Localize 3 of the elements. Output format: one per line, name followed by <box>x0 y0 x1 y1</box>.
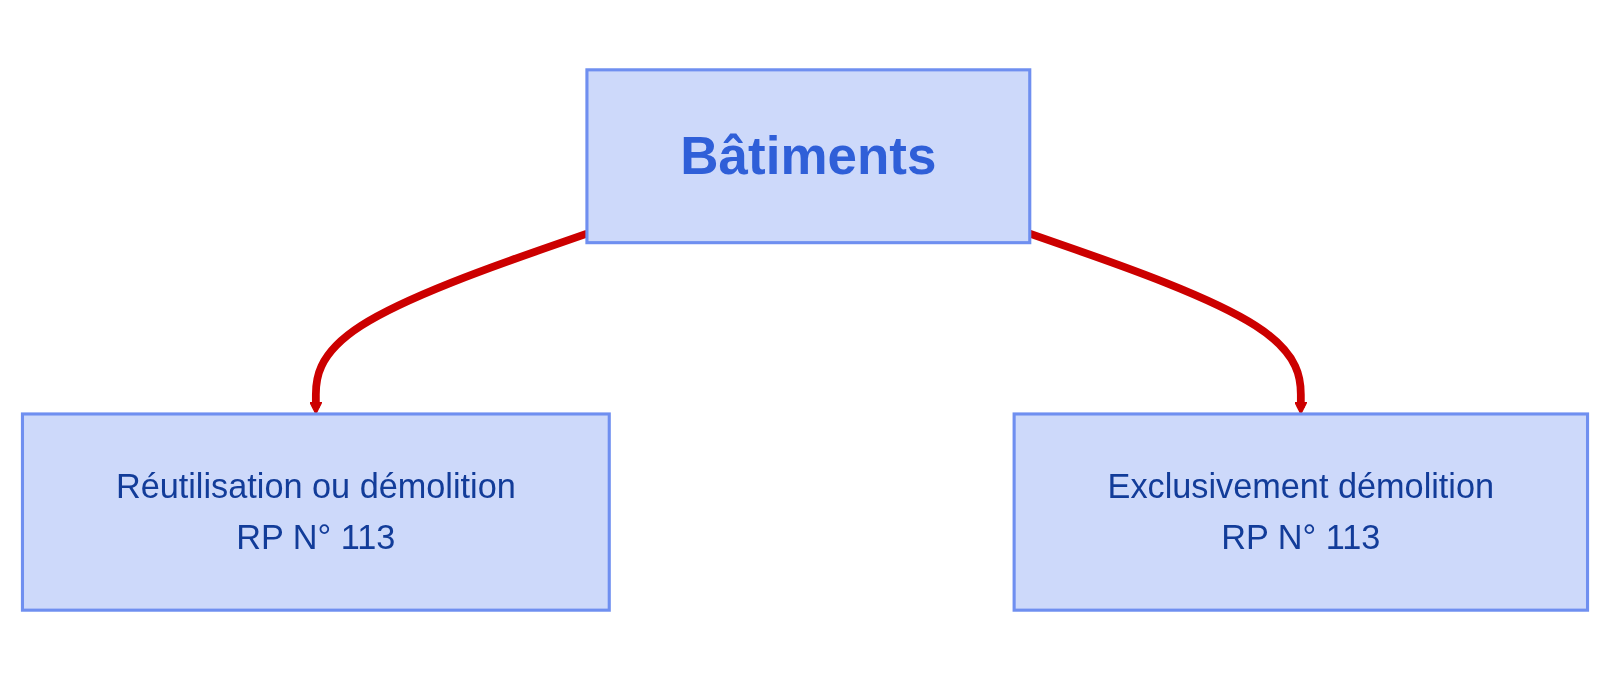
node-box: Réutilisation ou démolition RP N° 113 <box>20 412 611 612</box>
node-box: Exclusivement démolition RP N° 113 <box>1012 412 1590 612</box>
node-box: Bâtiments <box>585 68 1032 245</box>
